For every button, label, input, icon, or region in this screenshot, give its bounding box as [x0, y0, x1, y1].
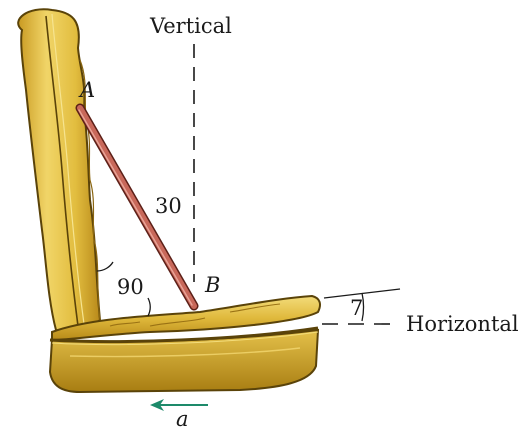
- label-horizontal: Horizontal: [406, 312, 519, 336]
- label-vertical: Vertical: [149, 14, 232, 38]
- seat-back: [17, 8, 102, 333]
- label-angle-90: 90: [117, 275, 144, 299]
- angle-arc-90-lower: [147, 297, 151, 317]
- seat-cushion: [51, 294, 321, 342]
- angle-arc-90-upper: [96, 261, 114, 272]
- label-point-a: A: [78, 78, 95, 102]
- seat-piping: [49, 326, 319, 343]
- label-angle-7: 7: [350, 296, 363, 320]
- label-acceleration: a: [176, 407, 189, 428]
- seat-back-seam: [45, 15, 79, 327]
- label-angle-30: 30: [155, 194, 182, 218]
- angle-arc-7: [361, 292, 365, 322]
- label-point-b: B: [204, 273, 220, 297]
- acceleration-arrowhead: [150, 399, 164, 411]
